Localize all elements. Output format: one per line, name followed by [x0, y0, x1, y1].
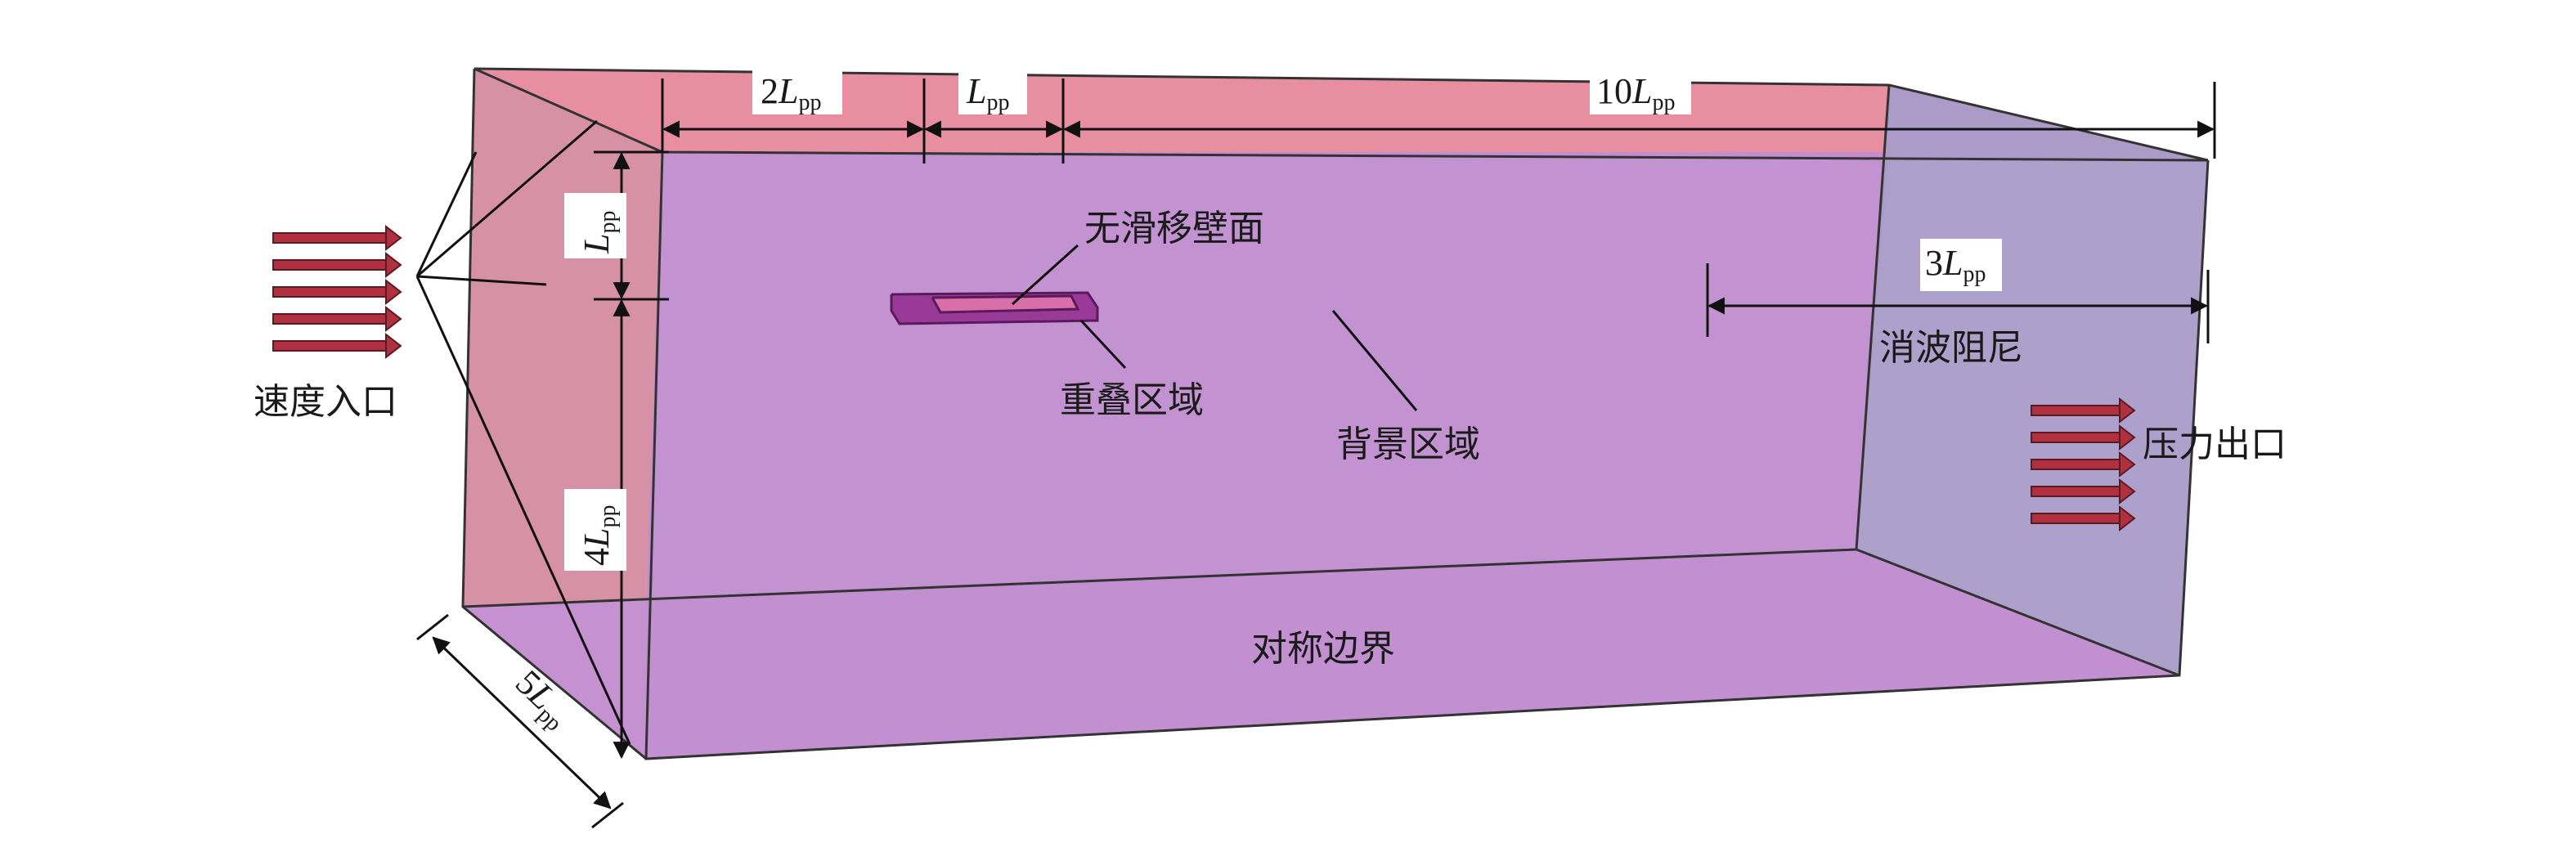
label-background-region: 背景区域: [1336, 424, 1480, 465]
label-pressure-outlet: 压力出口: [2143, 424, 2287, 465]
dim-2lpp: 2Lpp: [761, 71, 821, 115]
label-velocity-inlet: 速度入口: [254, 381, 397, 423]
dim-10lpp: 10Lpp: [1596, 71, 1675, 115]
right-arrow-icon: [272, 305, 402, 333]
wall-plate: [932, 296, 1078, 312]
dimension-tags: [564, 69, 2002, 571]
label-symmetry-boundary: 对称边界: [1251, 628, 1395, 670]
right-arrow-icon: [2031, 424, 2136, 451]
right-arrow-icon: [2031, 397, 2136, 424]
front-face-lower: [646, 549, 2179, 759]
dimension-lines: [416, 78, 2216, 829]
overlap-region-box: [890, 291, 1099, 325]
right-arrow-icon: [2031, 504, 2136, 532]
inlet-arrows: [272, 224, 402, 360]
right-arrow-icon: [272, 332, 402, 360]
label-overlap-region: 重叠区域: [1060, 379, 1204, 421]
outlet-arrows: [2031, 397, 2136, 532]
dim-lpp-top: Lpp: [966, 71, 1009, 115]
right-arrow-icon: [272, 251, 402, 279]
front-face: [646, 152, 1889, 603]
label-wave-damping: 消波阻尼: [1879, 327, 2023, 369]
right-arrow-icon: [272, 224, 402, 252]
right-arrow-icon: [2031, 451, 2136, 478]
dim-lpp-vert: Lpp: [577, 211, 621, 254]
right-arrow-icon: [2031, 478, 2136, 505]
dim-3lpp: 3Lpp: [1925, 243, 1986, 287]
dim-4lpp: 4Lpp: [577, 505, 621, 566]
right-arrow-icon: [272, 278, 402, 306]
label-no-slip-wall: 无滑移壁面: [1084, 208, 1264, 249]
